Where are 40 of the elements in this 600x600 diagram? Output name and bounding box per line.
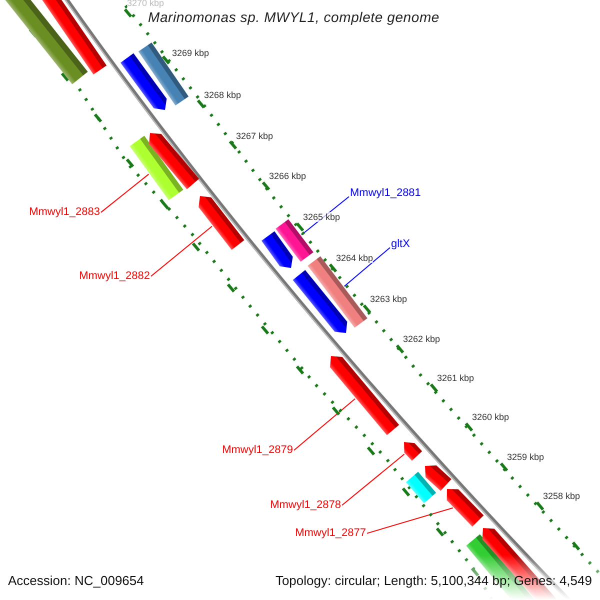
gene-label: Mmwyl1_2878 [270, 499, 341, 512]
info-text: Topology: circular; Length: 5,100,344 bp; Genes: 4,549 [275, 574, 592, 589]
info-text: Accession: NC_009654 [8, 574, 144, 589]
tick-label: 3262 kbp [403, 334, 440, 344]
gene-block [130, 136, 184, 200]
gene-feature [120, 53, 167, 110]
gene-feature [198, 196, 244, 250]
gene-feature [262, 231, 293, 268]
leader-line [344, 247, 390, 287]
leader-line [366, 507, 454, 534]
gene-feature [425, 465, 452, 491]
tick-label: 3269 kbp [172, 48, 210, 58]
gene-label: Mmwyl1_2883 [29, 206, 100, 219]
gene-feature [149, 133, 200, 190]
tick-label: 3264 kbp [336, 253, 374, 264]
tick-label: 3261 kbp [437, 373, 474, 384]
tick-label: 3260 kbp [472, 412, 510, 422]
gene-label: Mmwyl1_2882 [79, 270, 150, 283]
gene-label: Mmwyl1_2877 [295, 527, 366, 540]
title: Marinomonas sp. MWYL1, complete genome [148, 9, 440, 26]
gene-label: gltX [391, 238, 410, 251]
tick-label: 3268 kbp [204, 90, 242, 100]
tick-label: 3259 kbp [507, 452, 544, 462]
tick-label: 3267 kbp [236, 131, 274, 142]
tick-label: 3265 kbp [303, 212, 340, 222]
leader-line [150, 226, 212, 277]
gene-feature [292, 270, 348, 333]
leader-line [100, 174, 150, 213]
gene-block [406, 472, 436, 504]
leader-line [342, 454, 405, 506]
leader-line [294, 398, 356, 451]
gene-feature [404, 442, 422, 461]
gene-label: Mmwyl1_2879 [222, 444, 293, 457]
tick-label: 3258 kbp [543, 491, 580, 502]
gene-label: Mmwyl1_2881 [350, 187, 421, 200]
gene-feature [330, 356, 400, 436]
gene-block [276, 219, 314, 262]
gene-feature [446, 489, 484, 527]
tick-label: 3263 kbp [370, 294, 408, 304]
tick-label: 3266 kbp [269, 171, 306, 182]
